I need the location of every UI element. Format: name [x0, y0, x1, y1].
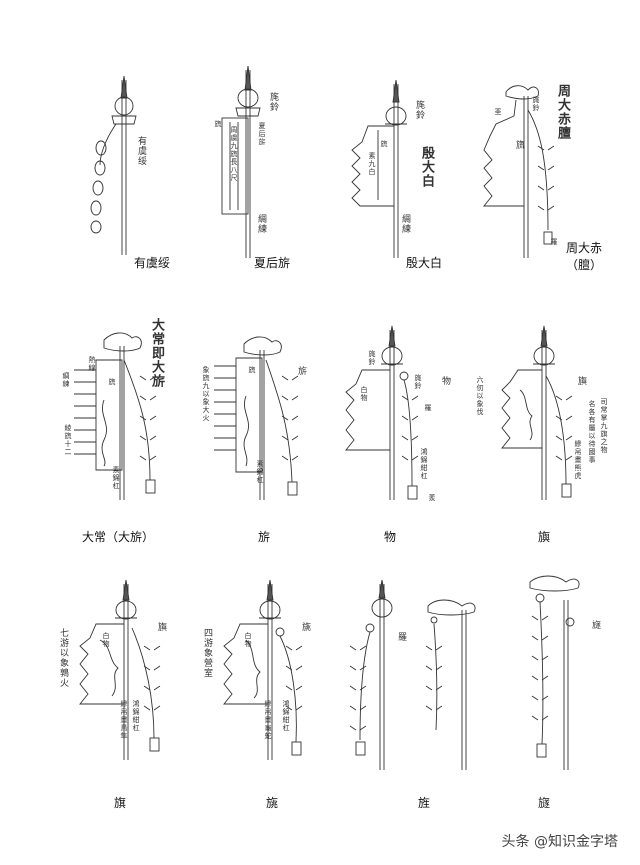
banner-illustration-sui: [529, 575, 580, 770]
note-you-yu-sui: 有虞绥: [136, 136, 146, 166]
banner-illustration-qi: [214, 336, 299, 500]
caption-da-chang: 大常（大旂）: [81, 530, 155, 544]
note-qi-title: 旂: [296, 366, 306, 376]
caption-qi-flag: 旗: [113, 796, 127, 810]
note-da-chang-pole: 素錦杠: [112, 466, 120, 490]
note-yu-painted: 縿帛畫熊虎: [574, 440, 582, 480]
banner-illustration-da-chang: [74, 332, 157, 500]
note-qi-flag: 旒: [248, 366, 256, 374]
note-yin-title: 殷大白: [419, 146, 434, 188]
caption-you-yu-sui: 有虞绥: [133, 256, 171, 270]
note-yin-flag: 旒: [380, 140, 388, 148]
caption-wu: 物: [383, 530, 397, 544]
banner-illustration-wu: [345, 325, 419, 500]
note-da-chang-flag: 旒: [108, 378, 116, 386]
banner-illustration-jing: [349, 579, 476, 770]
note-wu-title: 物: [440, 376, 450, 386]
note-zhou-base: 垩: [494, 108, 502, 116]
note-zhou-title: 周大赤膻: [555, 84, 570, 140]
note-zhou-flag: 旒: [514, 140, 524, 150]
note-xia-bell: 旄鈴: [268, 92, 278, 112]
note-yu-six: 六仞以象伐: [476, 376, 484, 416]
note-xia-cord: 綢練: [256, 214, 266, 234]
note-zhou-net: 羅: [550, 238, 558, 246]
caption-qi: 旂: [257, 530, 271, 544]
note-qi-flag-painted: 縿帛畫鳥隼: [120, 700, 128, 740]
watermark-text: 头条 @知识金字塔: [501, 834, 618, 850]
note-wu-pole: 鴻錦紺杠: [420, 448, 428, 480]
caption-jing: 旌: [417, 796, 431, 810]
banner-illustration-yu: [501, 325, 573, 500]
note-wu-white: 白物: [360, 386, 368, 402]
note-qi-flag-title: 旟: [156, 622, 166, 632]
note-qi-flag-pole: 鴻錦紺杠: [132, 700, 140, 732]
note-xia-flag: 周虞九旒長八尺: [230, 126, 238, 182]
banner-illustration-yin-da-bai: [351, 79, 407, 258]
note-zhao-title: 旐: [300, 622, 310, 632]
banner-illustration-zhou-da-chi: [483, 85, 555, 258]
caption-zhao: 旐: [265, 796, 279, 810]
caption-zhou-da-chi: 周大赤 （膻）: [565, 241, 603, 272]
note-wu-net: 羅: [424, 404, 432, 412]
note-qi-flag-seven: 七游以象鶉火: [58, 628, 68, 688]
note-da-chang-title: 大常即大旂: [149, 318, 164, 388]
caption-sui: 旞: [537, 796, 551, 810]
note-wu-bell: 旄鈴: [368, 350, 376, 366]
note-da-chang-cord: 綢練: [62, 372, 70, 388]
note-jing-net: 羅: [396, 632, 406, 642]
note-da-chang-twelve: 綾旒十二: [64, 424, 72, 456]
note-yin-cord: 綢練: [400, 214, 410, 234]
banner-illustration-xia-hou-qi: [221, 65, 261, 258]
note-qi-fire: 象旒九以象大火: [202, 366, 210, 422]
note-yu-title: 旟: [576, 376, 586, 386]
note-wu-tail: 羕: [428, 494, 436, 502]
note-xia-tassel: 旒: [214, 120, 222, 128]
note-zhao-painted: 縿帛畫龜蛇: [264, 700, 272, 740]
caption-yin-da-bai: 殷大白: [405, 256, 443, 270]
note-yu-office: 司常掌九旗之物: [600, 398, 608, 454]
note-yu-names: 名各有屬以待國事: [588, 400, 596, 464]
note-zhou-bell: 旄鈴: [532, 96, 540, 112]
note-zhao-four: 四游象營室: [202, 628, 212, 678]
note-da-chang-hot: 熱線: [88, 356, 96, 372]
note-yin-white: 素九白: [368, 152, 376, 176]
caption-xia-hou-qi: 夏后旂: [253, 256, 291, 270]
note-xia-title: 夏后旂: [258, 122, 266, 146]
note-wu-bell2: 旄鈴: [414, 374, 422, 390]
note-yin-bell: 旄鈴: [414, 100, 424, 120]
caption-yu: 旟: [537, 530, 551, 544]
banner-illustration-zhao: [223, 579, 303, 760]
note-zhao-white: 白物: [244, 632, 252, 648]
banner-illustration-you-yu-sui: [90, 75, 137, 255]
note-sui-title: 旞: [590, 620, 600, 630]
banner-illustration-qi-flag: [79, 579, 161, 760]
note-qi-pole: 素錦杠: [256, 460, 264, 484]
note-qi-flag-white: 白物: [102, 632, 110, 648]
note-zhao-pole: 鴻錦紺杠: [282, 700, 290, 732]
